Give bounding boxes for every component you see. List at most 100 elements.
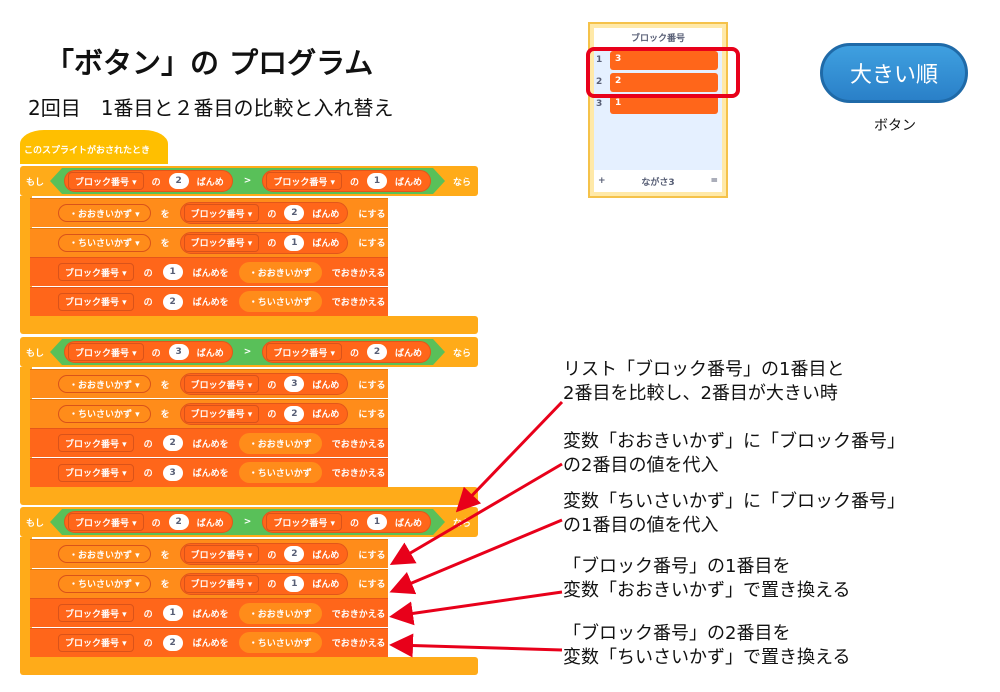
index-input[interactable]: 2 bbox=[162, 293, 183, 310]
variable-reporter[interactable]: ・おおきいかず bbox=[238, 602, 322, 624]
index-input[interactable]: 1 bbox=[367, 173, 387, 189]
list-dropdown[interactable]: ブロック番号 ▾ bbox=[58, 604, 134, 622]
variable-dropdown[interactable]: ・ちいさいかず ▾ bbox=[58, 404, 151, 423]
list-dropdown[interactable]: ブロック番号 ▾ bbox=[266, 513, 342, 531]
variable-dropdown[interactable]: ・おおきいかず ▾ bbox=[58, 545, 151, 563]
index-input[interactable]: 3 bbox=[169, 344, 189, 360]
variable-reporter[interactable]: ・おおきいかず bbox=[238, 432, 322, 454]
index-input[interactable]: 2 bbox=[367, 344, 387, 360]
add-item-button[interactable]: + bbox=[598, 176, 606, 186]
annotation-line: 2番目を比較し、2番目が大きい時 bbox=[563, 383, 838, 404]
index-input[interactable]: 2 bbox=[162, 634, 183, 651]
list-dropdown[interactable]: ブロック番号 ▾ bbox=[183, 404, 260, 423]
list-dropdown[interactable]: ブロック番号 ▾ bbox=[183, 574, 260, 593]
index-input[interactable]: 2 bbox=[284, 405, 305, 422]
index-input[interactable]: 2 bbox=[169, 514, 189, 530]
resize-handle[interactable]: = bbox=[710, 176, 718, 186]
item-value[interactable]: 1 bbox=[610, 94, 718, 114]
index-input[interactable]: 2 bbox=[162, 435, 183, 451]
variable-dropdown[interactable]: ・おおきいかず ▾ bbox=[58, 375, 151, 393]
list-dropdown[interactable]: ブロック番号 ▾ bbox=[58, 292, 134, 311]
item-index: 1 bbox=[596, 55, 603, 65]
variable-reporter[interactable]: ・ちいさいかず bbox=[238, 291, 322, 312]
list-dropdown[interactable]: ブロック番号 ▾ bbox=[183, 375, 260, 393]
variable-reporter[interactable]: ・ちいさいかず bbox=[238, 632, 322, 653]
of-label: の bbox=[151, 518, 161, 529]
list-dropdown[interactable]: ブロック番号 ▾ bbox=[183, 204, 260, 222]
list-dropdown[interactable]: ブロック番号 ▾ bbox=[183, 233, 260, 252]
nth-label: ばんめ bbox=[196, 518, 224, 529]
item-value[interactable]: 2 bbox=[610, 72, 718, 92]
when-sprite-clicked-block[interactable]: このスプライトがおされたとき bbox=[20, 130, 168, 164]
list-dropdown[interactable]: ブロック番号 ▾ bbox=[68, 343, 144, 361]
annotation-line: の2番目の値を代入 bbox=[563, 455, 719, 476]
index-input[interactable]: 2 bbox=[169, 173, 189, 189]
index-input[interactable]: 1 bbox=[162, 605, 183, 621]
index-input[interactable]: 2 bbox=[284, 205, 305, 221]
annotation-line: 変数「ちいさいかず」に「ブロック番号」 bbox=[563, 491, 905, 512]
index-input[interactable]: 1 bbox=[284, 234, 305, 251]
variable-dropdown[interactable]: ・ちいさいかず ▾ bbox=[58, 233, 151, 252]
index-input[interactable]: 3 bbox=[284, 376, 305, 392]
item-value[interactable]: 3 bbox=[610, 50, 718, 70]
list-dropdown[interactable]: ブロック番号 ▾ bbox=[266, 343, 342, 361]
list-dropdown[interactable]: ブロック番号 ▾ bbox=[58, 633, 134, 652]
list-dropdown[interactable]: ブロック番号 ▾ bbox=[58, 463, 134, 482]
item-index: 2 bbox=[596, 77, 603, 87]
list-dropdown[interactable]: ブロック番号 ▾ bbox=[58, 263, 134, 281]
index-input[interactable]: 1 bbox=[284, 575, 305, 592]
list-dropdown[interactable]: ブロック番号 ▾ bbox=[266, 172, 342, 190]
list-dropdown[interactable]: ブロック番号 ▾ bbox=[183, 545, 260, 563]
index-input[interactable]: 1 bbox=[367, 514, 387, 530]
index-input[interactable]: 3 bbox=[162, 464, 183, 481]
sort-descending-button[interactable]: 大きい順 bbox=[820, 43, 968, 103]
variable-dropdown[interactable]: ・おおきいかず ▾ bbox=[58, 204, 151, 222]
variable-reporter[interactable]: ・おおきいかず bbox=[238, 261, 322, 283]
variable-reporter[interactable]: ・ちいさいかず bbox=[238, 462, 322, 483]
replace-label: でおきかえる bbox=[331, 298, 386, 308]
of-label: の bbox=[349, 348, 359, 359]
list-dropdown[interactable]: ブロック番号 ▾ bbox=[68, 172, 144, 190]
variable-dropdown[interactable]: ・ちいさいかず ▾ bbox=[58, 574, 151, 593]
list-dropdown[interactable]: ブロック番号 ▾ bbox=[58, 434, 134, 452]
index-input[interactable]: 2 bbox=[284, 546, 305, 562]
index-input[interactable]: 1 bbox=[162, 264, 183, 280]
list-dropdown[interactable]: ブロック番号 ▾ bbox=[68, 513, 144, 531]
set-label: にする bbox=[358, 410, 386, 420]
list-monitor-title: ブロック番号 bbox=[594, 28, 722, 50]
